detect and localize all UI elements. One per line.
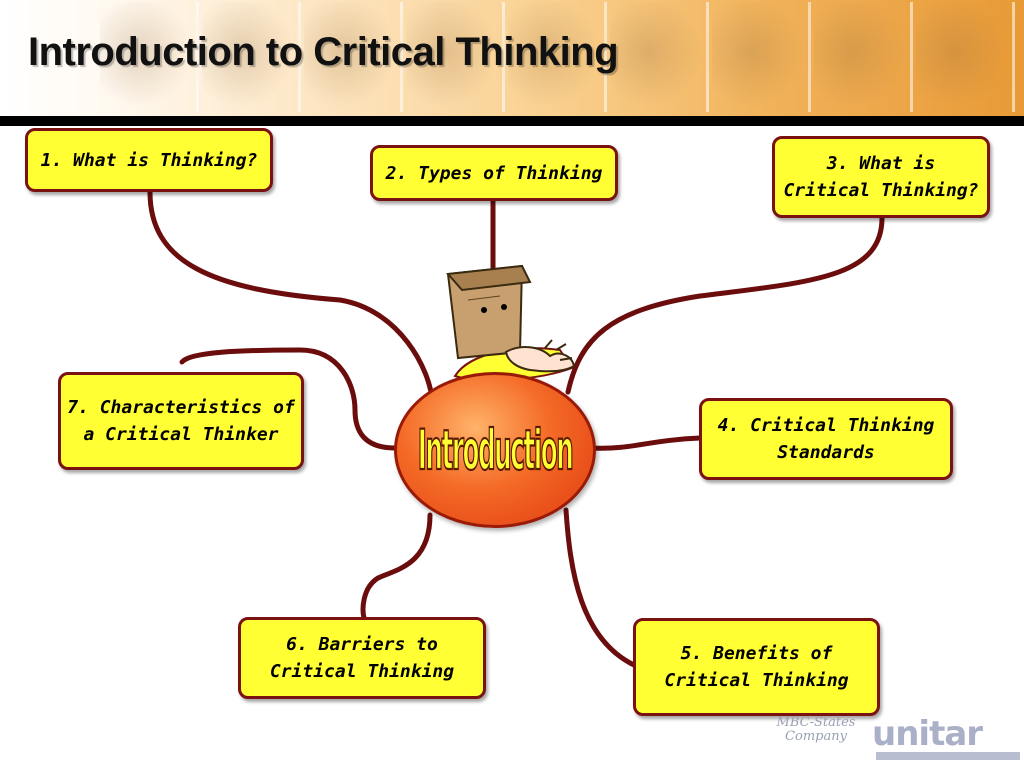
connector-4 bbox=[590, 435, 703, 451]
center-node-introduction[interactable]: Introduction bbox=[394, 372, 596, 528]
connector-7 bbox=[179, 347, 398, 451]
node-what-is-critical-thinking[interactable]: 3. What is Critical Thinking? bbox=[772, 136, 990, 218]
mbc-states-logo: MBC-States Company bbox=[766, 716, 866, 762]
mbc-logo-line2: Company bbox=[785, 729, 847, 744]
connector-3 bbox=[565, 215, 885, 395]
banner-photo bbox=[610, 2, 709, 112]
banner-photo bbox=[814, 2, 913, 112]
banner-photo bbox=[202, 2, 301, 112]
banner-photo bbox=[100, 2, 199, 112]
footer-logos: MBC-States Company unitar bbox=[760, 708, 1024, 768]
slide-title: Introduction to Critical Thinking bbox=[28, 30, 619, 74]
unitar-logo: unitar bbox=[872, 714, 1020, 764]
mbc-logo-line1: MBC-States bbox=[776, 715, 856, 730]
unitar-logo-tagline-bar bbox=[876, 752, 1020, 760]
unitar-logo-word: unitar bbox=[872, 714, 983, 754]
node-types-of-thinking[interactable]: 2. Types of Thinking bbox=[370, 145, 618, 201]
node-critical-thinking-standards[interactable]: 4. Critical Thinking Standards bbox=[699, 398, 953, 480]
title-divider bbox=[0, 116, 1024, 126]
banner-photo bbox=[304, 2, 403, 112]
connector-6 bbox=[360, 512, 433, 621]
node-characteristics-of-critical-thinker[interactable]: 7. Characteristics of a Critical Thinker bbox=[58, 372, 304, 470]
header-banner: Introduction to Critical Thinking bbox=[0, 0, 1024, 116]
banner-photo bbox=[712, 2, 811, 112]
banner-photo bbox=[406, 2, 505, 112]
center-label: Introduction bbox=[417, 417, 574, 483]
node-barriers-to-critical-thinking[interactable]: 6. Barriers to Critical Thinking bbox=[238, 617, 486, 699]
banner-photo bbox=[508, 2, 607, 112]
connector-5 bbox=[563, 507, 639, 669]
node-benefits-of-critical-thinking[interactable]: 5. Benefits of Critical Thinking bbox=[633, 618, 880, 716]
banner-photo bbox=[916, 2, 1015, 112]
node-what-is-thinking[interactable]: 1. What is Thinking? bbox=[25, 128, 273, 192]
connector-1 bbox=[147, 189, 435, 403]
